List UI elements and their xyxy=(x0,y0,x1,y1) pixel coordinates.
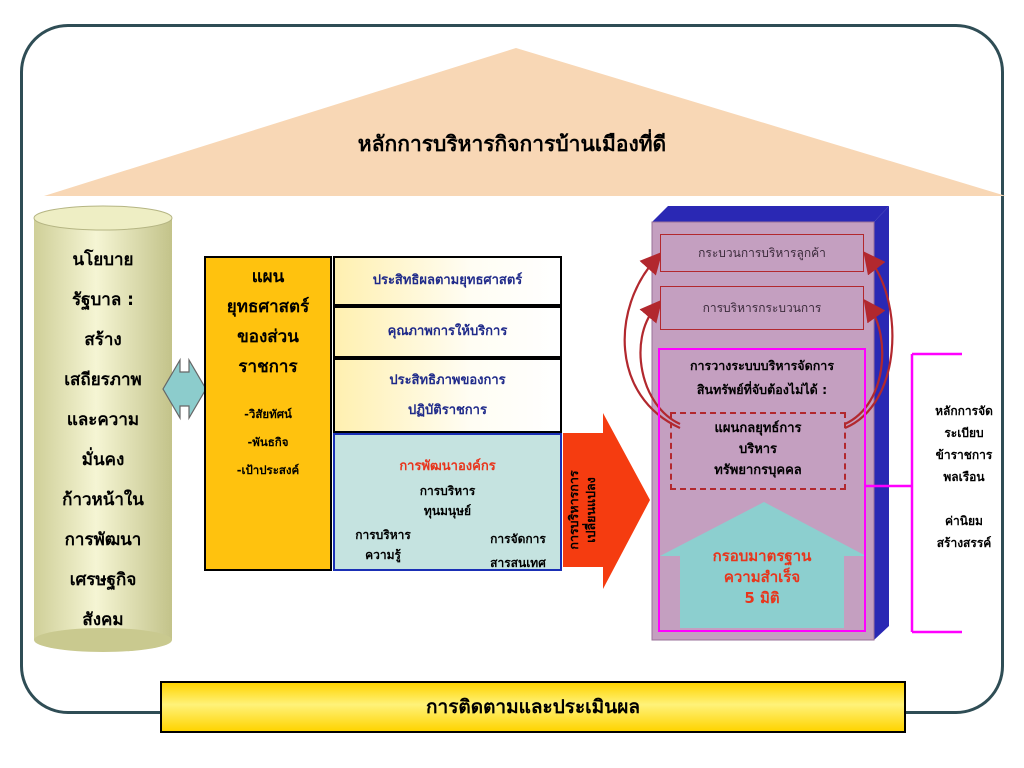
civil-values-spacer xyxy=(912,488,1016,510)
policy-line: เสถียรภาพ xyxy=(64,370,142,390)
strategy-vision: -วิสัยทัศน์ xyxy=(244,407,292,421)
civil-values-text: หลักการจัด ระเบียบ ข้าราชการ พลเรือน ค่า… xyxy=(912,400,1016,554)
it-mgmt-line: สารสนเทศ xyxy=(490,556,546,570)
roof-title: หลักการบริหารกิจการบ้านเมืองที่ดี xyxy=(357,132,667,156)
dimension-efficiency: ประสิทธิภาพของการ ปฏิบัติราชการ xyxy=(333,358,562,433)
change-arrow-line: เปลี่ยนแปลง xyxy=(583,477,598,543)
org-development-title: การพัฒนาองค์กร xyxy=(399,459,496,474)
dimension-effectiveness: ประสิทธิผลตามยุทธศาสตร์ xyxy=(333,256,562,306)
roof-triangle xyxy=(44,48,1006,196)
curve-arrow-left-top xyxy=(623,251,681,429)
intangible-assets-text: การวางระบบบริหารจัดการ สินทรัพย์ที่จับต้… xyxy=(662,354,862,402)
policy-line: การพัฒนา xyxy=(64,530,142,550)
change-management-arrow xyxy=(563,413,650,589)
civil-values-line: ข้าราชการ xyxy=(935,448,993,462)
policy-line: สร้าง xyxy=(84,330,122,350)
curve-arrow-left-mid xyxy=(639,299,681,426)
intangible-assets-line: การวางระบบบริหารจัดการ xyxy=(689,358,835,373)
policy-line: รัฐบาล : xyxy=(72,290,134,310)
hr-capital-line: ทุนมนุษย์ xyxy=(423,504,472,518)
hr-capital-line: การบริหาร xyxy=(419,484,476,498)
dimension-efficiency-line: ปฏิบัติราชการ xyxy=(408,402,487,418)
customer-process-box: กระบวนการบริหารลูกค้า xyxy=(660,234,864,272)
dimension-org-development: การพัฒนาองค์กร การบริหาร ทุนมนุษย์ การบร… xyxy=(333,433,562,571)
monitoring-evaluation-banner: การติดตามและประเมินผล xyxy=(160,681,906,733)
knowledge-mgmt-line: การบริหาร xyxy=(355,528,411,542)
curve-arrow-right-top xyxy=(844,251,894,430)
strategy-title-line: ยุทธศาสตร์ xyxy=(226,297,310,317)
civil-values-line: ค่านิยม xyxy=(945,514,983,528)
civil-values-line: สร้างสรรค์ xyxy=(936,536,992,550)
strategy-title-line: แผน xyxy=(251,267,285,287)
civil-values-line: หลักการจัด xyxy=(935,404,993,418)
monitoring-evaluation-label: การติดตามและประเมินผล xyxy=(426,696,640,718)
strategy-subitems: -วิสัยทัศน์ -พันธกิจ -เป้าประสงค์ xyxy=(206,400,330,484)
strategy-goal: -เป้าประสงค์ xyxy=(236,463,300,477)
hr-capital-label: การบริหาร ทุนมนุษย์ xyxy=(390,481,505,521)
it-mgmt-label: การจัดการ สารสนเทศ xyxy=(473,527,563,575)
hr-strategic-plan-line: ทรัพยากรบุคคล xyxy=(714,463,802,478)
dimension-service-quality-label: คุณภาพการให้บริการ xyxy=(387,324,508,339)
civil-values-line: พลเรือน xyxy=(943,470,985,484)
policy-line: และความ xyxy=(66,410,140,430)
policy-text: นโยบาย รัฐบาล : สร้าง เสถียรภาพ และความ … xyxy=(34,240,172,640)
civil-values-line: ระเบียบ xyxy=(944,426,984,440)
policy-line: สังคม xyxy=(82,610,124,630)
framework-line: ความสำเร็จ xyxy=(723,568,801,586)
hr-strategic-plan-box: แผนกลยุทธ์การ บริหาร ทรัพยากรบุคคล xyxy=(670,412,846,490)
policy-line: ก้าวหน้าใน xyxy=(62,490,144,510)
strategy-title-line: ของส่วน xyxy=(237,327,299,347)
framework-line: กรอบมาตรฐาน xyxy=(712,547,812,565)
intangible-assets-box xyxy=(658,348,866,632)
dimension-efficiency-line: ประสิทธิภาพของการ xyxy=(389,372,506,388)
knowledge-mgmt-line: ความรู้ xyxy=(365,548,401,562)
hr-strategic-plan-line: บริหาร xyxy=(738,442,778,457)
curve-arrow-right-mid xyxy=(844,299,886,425)
dimension-effectiveness-label: ประสิทธิผลตามยุทธศาสตร์ xyxy=(372,273,523,288)
it-mgmt-line: การจัดการ xyxy=(490,532,546,546)
policy-line: มั่นคง xyxy=(81,450,125,470)
civil-values-bracket xyxy=(866,352,962,634)
hr-strategic-plan-line: แผนกลยุทธ์การ xyxy=(714,421,802,436)
policy-line: นโยบาย xyxy=(72,250,134,270)
dimension-service-quality: คุณภาพการให้บริการ xyxy=(333,306,562,358)
strategy-title-line: ราชการ xyxy=(238,357,298,377)
change-arrow-line: การบริหารการ xyxy=(566,470,581,550)
framework-text: กรอบมาตรฐาน ความสำเร็จ 5 มิติ xyxy=(680,546,844,609)
strategy-mission: -พันธกิจ xyxy=(247,435,289,449)
customer-process-label: กระบวนการบริหารลูกค้า xyxy=(698,245,826,260)
strategy-title: แผน ยุทธศาสตร์ ของส่วน ราชการ xyxy=(206,262,330,382)
knowledge-mgmt-label: การบริหาร ความรู้ xyxy=(339,525,427,565)
change-arrow-label: การบริหารการ เปลี่ยนแปลง xyxy=(565,440,601,580)
framework-line: 5 มิติ xyxy=(744,589,780,607)
process-management-box: การบริหารกระบวนการ xyxy=(660,286,864,330)
framework-up-arrow xyxy=(660,502,866,628)
strategy-plan-box: แผน ยุทธศาสตร์ ของส่วน ราชการ -วิสัยทัศน… xyxy=(204,256,332,571)
policy-cylinder xyxy=(33,205,173,652)
policy-line: เศรษฐกิจ xyxy=(69,570,137,590)
process-management-label: การบริหารกระบวนการ xyxy=(702,300,822,315)
intangible-assets-line: สินทรัพย์ที่จับต้องไม่ได้ : xyxy=(696,382,828,397)
